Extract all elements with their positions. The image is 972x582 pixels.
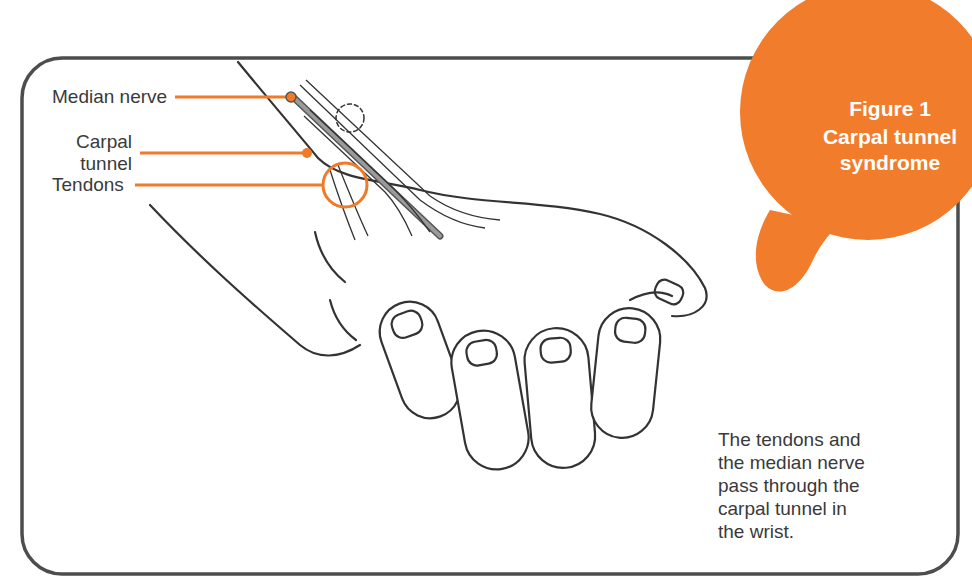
finger-nail: [614, 317, 646, 344]
median-nerve-core: [292, 96, 440, 236]
leader-lines: [135, 92, 367, 207]
finger: [588, 305, 663, 441]
wrist-bone: [336, 104, 364, 132]
finger-nail: [389, 308, 425, 341]
tendon-line: [304, 116, 412, 236]
highlight-circle: [323, 163, 367, 207]
leader-dot: [302, 148, 312, 158]
part-label: Median nerve: [52, 86, 172, 108]
finger-nail: [465, 338, 499, 367]
leader-line: [135, 184, 323, 187]
hand-drawing: [150, 62, 707, 474]
forearm-outline: [150, 205, 360, 356]
finger-shape: [588, 305, 663, 441]
bubble-circle: [740, 0, 972, 240]
tendons: [300, 80, 500, 240]
thumb-crease: [630, 293, 672, 300]
leader-dot: [286, 92, 296, 102]
finger: [522, 325, 598, 470]
palm-crease: [315, 232, 345, 282]
tendon-line: [300, 85, 485, 228]
part-label: Carpal tunnel: [48, 131, 132, 175]
leader-line: [140, 152, 304, 155]
part-label: Tendons: [52, 174, 132, 196]
palm-crease: [330, 300, 356, 340]
figure-number: Figure 1: [812, 96, 968, 122]
wrist-anatomy: [292, 80, 500, 240]
thumb-nail: [652, 277, 686, 307]
finger-shape: [446, 326, 533, 475]
tendon-line: [310, 110, 430, 232]
caption: The tendons and the median nerve pass th…: [718, 428, 868, 543]
finger: [446, 326, 533, 475]
figure-badge: Figure 1Carpal tunnel syndrome: [812, 96, 968, 176]
leader-line: [175, 96, 288, 99]
hand-outline: [238, 62, 707, 316]
finger-shape: [522, 325, 598, 470]
fingers: [371, 293, 663, 474]
figure-title: Carpal tunnel syndrome: [812, 124, 968, 176]
finger-nail: [540, 337, 572, 364]
median-nerve: [292, 96, 440, 236]
